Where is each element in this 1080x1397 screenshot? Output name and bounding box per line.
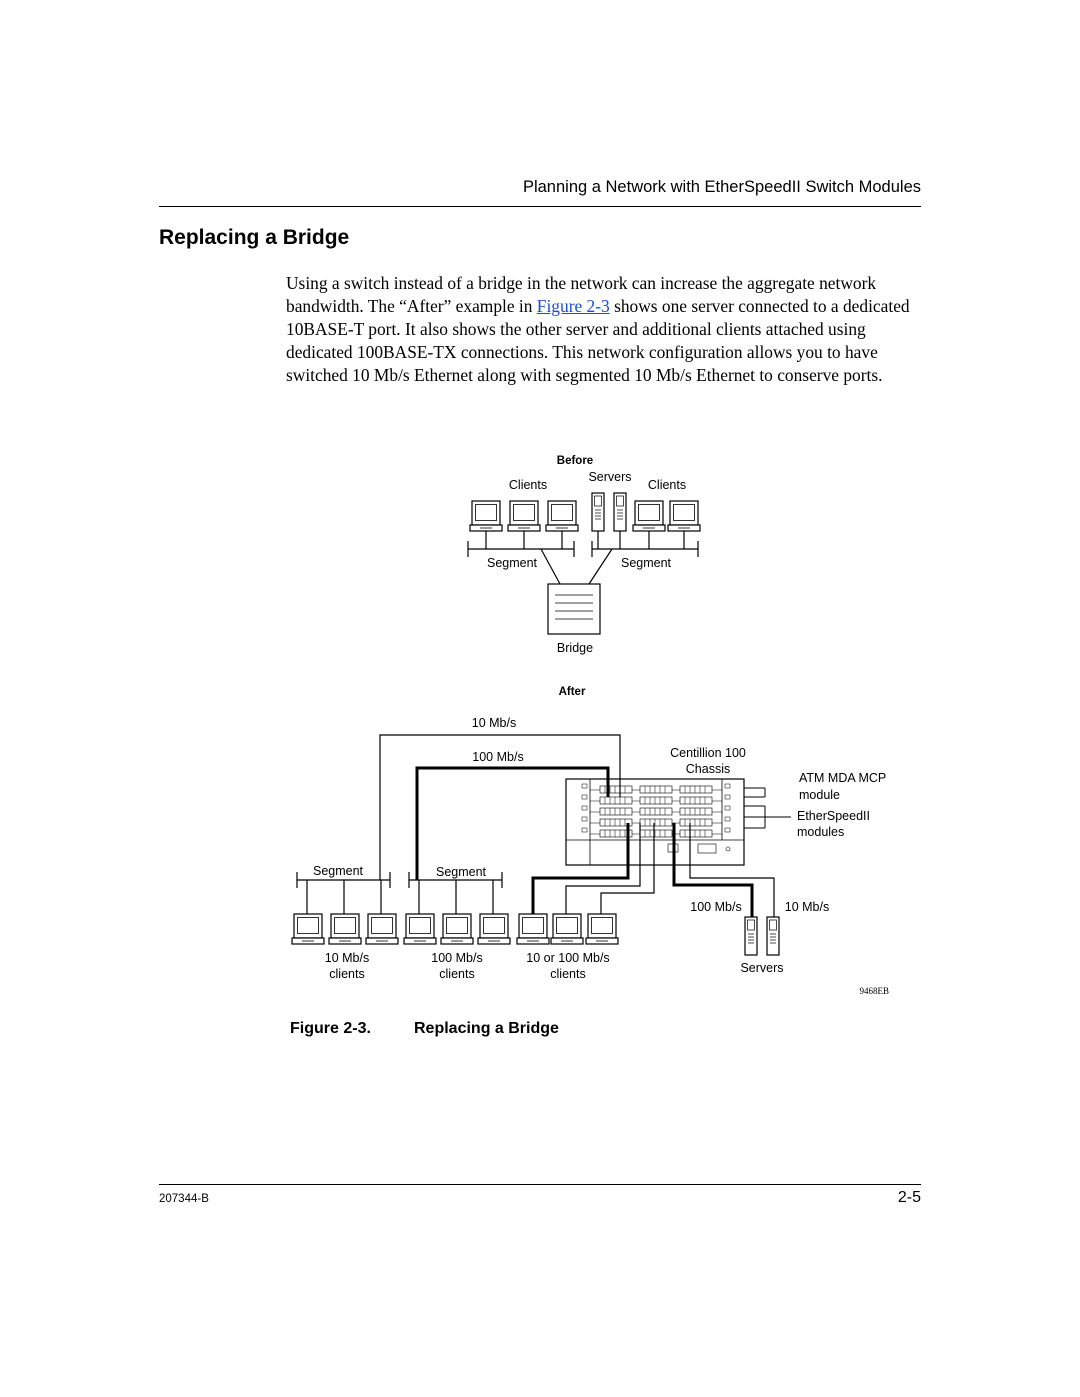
server-icon [744, 916, 758, 956]
before-segment-left-label: Segment [487, 556, 538, 570]
port-block [639, 796, 673, 805]
port-block [639, 829, 673, 838]
after-downlinks [531, 823, 775, 917]
figure-caption: Figure 2-3. Replacing a Bridge [290, 1020, 559, 1038]
clients-b-line2: clients [439, 967, 474, 981]
clients-c-line2: clients [550, 967, 585, 981]
port-block [639, 785, 673, 794]
atm-label-line1: ATM MDA MCP [799, 771, 886, 785]
body-paragraph: Using a switch instead of a bridge in th… [286, 272, 918, 387]
port-block [599, 807, 633, 816]
ether-label-line2: modules [797, 825, 844, 839]
after-uplinks [379, 734, 621, 880]
monitor-icon [507, 500, 541, 532]
footer-page-number: 2-5 [897, 1189, 921, 1206]
before-segment-lines [467, 531, 699, 585]
server-icon [766, 916, 780, 956]
centillion-chassis [565, 778, 745, 866]
after-segment-mid-label: Segment [436, 865, 487, 879]
port-block [679, 785, 713, 794]
clients-a-line1: 10 Mb/s [325, 951, 369, 965]
after-segment-left-label: Segment [313, 864, 364, 878]
monitor-icon [477, 913, 511, 945]
port-block [679, 818, 713, 827]
after-top-10mbs-label: 10 Mb/s [472, 716, 516, 730]
after-clients-10mbs [291, 913, 399, 945]
ether-label-line1: EtherSpeedII [797, 809, 870, 823]
port-block [639, 807, 673, 816]
before-clients-right-label: Clients [648, 478, 686, 492]
monitor-icon [403, 913, 437, 945]
figure-link[interactable]: Figure 2-3 [536, 296, 610, 316]
after-clients-switched [516, 913, 619, 945]
chassis-label-line2: Chassis [686, 762, 730, 776]
after-server-100-label: 100 Mb/s [690, 900, 741, 914]
monitor-icon [440, 913, 474, 945]
caption-title: Replacing a Bridge [414, 1020, 559, 1037]
monitor-icon [328, 913, 362, 945]
figure-code: 9468EB [859, 986, 889, 996]
header-rule [159, 206, 921, 207]
monitor-icon [550, 913, 584, 945]
before-servers-label: Servers [588, 470, 631, 484]
port-block [679, 829, 713, 838]
monitor-icon [585, 913, 619, 945]
port-block [599, 796, 633, 805]
port-block [599, 785, 633, 794]
body-text-2: shows one server connected to a dedicate… [286, 296, 910, 385]
after-servers-label: Servers [740, 961, 783, 975]
clients-b-line1: 100 Mb/s [431, 951, 482, 965]
clients-a-line2: clients [329, 967, 364, 981]
running-header: Planning a Network with EtherSpeedII Swi… [522, 178, 921, 196]
before-servers [591, 492, 627, 532]
monitor-icon [632, 500, 666, 532]
before-heading: Before [557, 455, 593, 467]
server-icon [591, 492, 605, 532]
port-block [639, 818, 673, 827]
server-icon [613, 492, 627, 532]
port-block [679, 796, 713, 805]
clients-c-line1: 10 or 100 Mb/s [526, 951, 609, 965]
bridge-label: Bridge [557, 641, 593, 655]
after-heading: After [559, 686, 586, 698]
body-text-1: Using a switch instead of a bridge in th… [286, 273, 877, 316]
before-right-clients [632, 500, 701, 532]
footer-rule [159, 1184, 921, 1185]
monitor-icon [516, 913, 550, 945]
footer-doc-number: 207344-B [159, 1193, 209, 1205]
bridge-icon [547, 583, 601, 635]
after-top-100mbs-label: 100 Mb/s [472, 750, 523, 764]
before-clients-left-label: Clients [509, 478, 547, 492]
atm-label-line2: module [799, 788, 840, 802]
after-servers [744, 916, 780, 956]
port-block [679, 807, 713, 816]
caption-number: Figure 2-3. [290, 1020, 371, 1037]
monitor-icon [667, 500, 701, 532]
monitor-icon [469, 500, 503, 532]
after-segment-lines [296, 872, 503, 916]
section-title: Replacing a Bridge [159, 226, 350, 249]
monitor-icon [545, 500, 579, 532]
chassis-label-line1: Centillion 100 [670, 746, 746, 760]
monitor-icon [291, 913, 325, 945]
before-left-clients [469, 500, 579, 532]
monitor-icon [365, 913, 399, 945]
after-clients-100mbs [403, 913, 511, 945]
before-segment-right-label: Segment [621, 556, 672, 570]
module-callouts [744, 787, 791, 829]
after-server-10-label: 10 Mb/s [785, 900, 829, 914]
